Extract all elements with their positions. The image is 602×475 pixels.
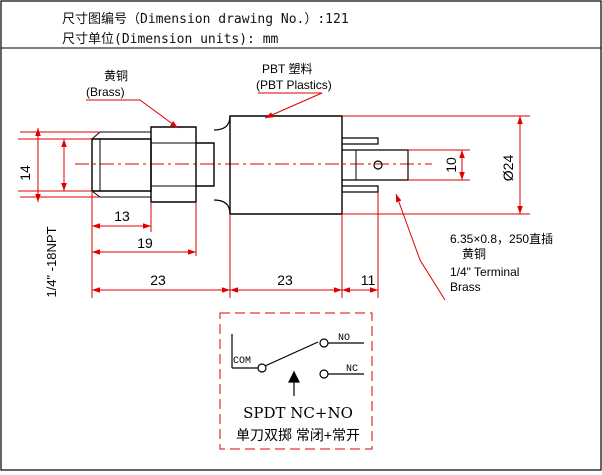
dimension-units: 尺寸单位(Dimension units): mm <box>62 32 279 47</box>
dim-23-left: 23 <box>150 272 166 288</box>
switch-labels: COM NO NC SPDT NC+NO 单刀双掷 常闭+常开 <box>233 333 360 443</box>
terminal-line-4: Brass <box>450 280 481 294</box>
pbt-label-en: (PBT Plastics) <box>256 78 332 92</box>
brass-label-en: (Brass) <box>86 85 125 99</box>
dim-11: 11 <box>361 272 376 288</box>
terminal-line-3: 1/4" Terminal <box>450 265 519 279</box>
switch-type: SPDT NC+NO <box>243 404 353 422</box>
switch-com: COM <box>233 356 251 367</box>
part-outline <box>91 115 409 215</box>
switch-schematic-box <box>219 312 373 450</box>
callout-labels: 黄铜 (Brass) PBT 塑料 (PBT Plastics) 6.35×0.… <box>86 61 553 294</box>
terminal-line-2: 黄铜 <box>462 246 486 261</box>
dim-19: 19 <box>137 235 153 251</box>
switch-no: NO <box>338 333 350 344</box>
switch-schematic <box>231 334 364 396</box>
dim-14: 14 <box>17 165 33 181</box>
switch-description: 单刀双掷 常闭+常开 <box>236 427 360 443</box>
dim-diameter-24: Ø24 <box>500 155 516 182</box>
brass-label-cn: 黄铜 <box>104 68 128 83</box>
drawing-number: 尺寸图编号（Dimension drawing No.）:121 <box>62 12 349 27</box>
terminal-line-1: 6.35×0.8，250直插 <box>450 232 553 246</box>
thread-label: 1/4" -18NPT <box>44 226 59 297</box>
dimension-texts: 14 13 19 23 23 11 10 Ø24 1/4" -18NPT <box>17 155 516 298</box>
dimension-lines <box>18 92 530 301</box>
dim-10: 10 <box>443 157 459 173</box>
dim-13: 13 <box>114 208 130 224</box>
pbt-label-cn: PBT 塑料 <box>262 61 312 76</box>
dim-23-right: 23 <box>277 272 293 288</box>
switch-nc: NC <box>346 364 358 375</box>
